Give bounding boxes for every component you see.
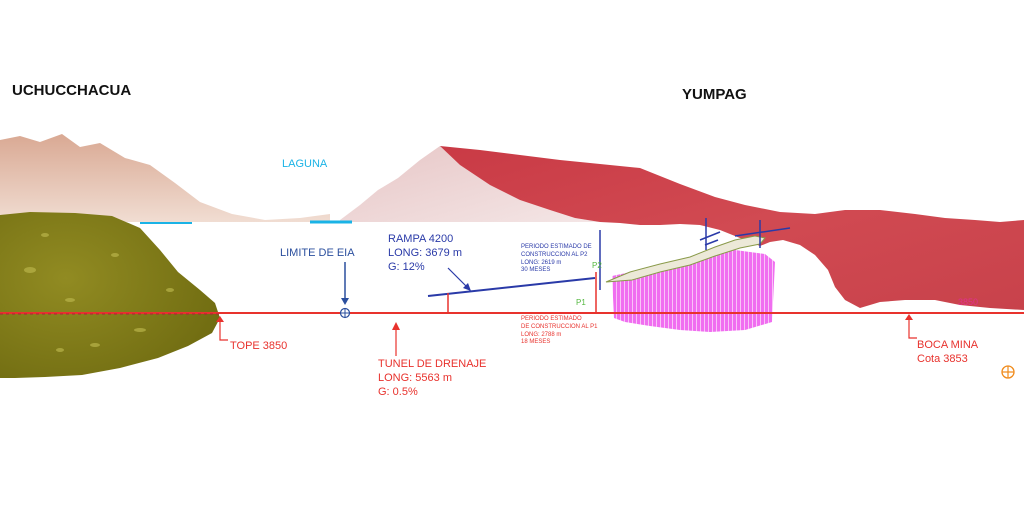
periodo-p2-label: PERIODO ESTIMADO DE CONSTRUCCION AL P2 L… [521, 244, 592, 275]
mine-workings [605, 235, 766, 283]
p2-line-3: LONG: 2619 m [521, 259, 562, 266]
target-icon [1001, 365, 1015, 379]
title-left: UCHUCCHACUA [12, 82, 132, 99]
eia-arrowhead [341, 298, 349, 305]
rampa-name: RAMPA 4200 [388, 233, 454, 245]
pale-mountain [340, 146, 600, 222]
ramp-callout [447, 267, 469, 289]
ramp-line [427, 277, 596, 297]
rampa-grade: G: 12% [388, 260, 425, 273]
boca-connector [908, 320, 917, 339]
tunel-grade: G: 0.5% [378, 385, 418, 398]
periodo-p1-label: PERIODO ESTIMADO DE CONSTRUCCION AL P1 L… [521, 316, 597, 347]
p1-label: P1 [576, 298, 586, 307]
p1-line-4: 18 MESES [521, 339, 551, 346]
red-mountain [440, 146, 1024, 310]
shafts [699, 218, 791, 250]
boca-name: BOCA MINA [917, 339, 979, 351]
boca-label: BOCA MINA Cota 3853 [917, 339, 978, 367]
p2-line-4: 30 MESES [521, 267, 551, 274]
p1-line-3: LONG: 2788 m [521, 331, 562, 338]
rampa-long: LONG: 3679 m [388, 246, 462, 259]
olive-body [0, 212, 220, 378]
boca-cota: Cota 3853 [917, 352, 968, 365]
rampa-label: RAMPA 4200 LONG: 3679 m G: 12% [388, 233, 462, 274]
tunel-long: LONG: 5563 m [378, 371, 452, 384]
p2-label: P2 [592, 261, 602, 270]
p1-line-2: DE CONSTRUCCION AL P1 [521, 323, 598, 330]
tope-label: TOPE 3850 [230, 340, 288, 352]
tope-connector [219, 322, 228, 341]
p1-line-1: PERIODO ESTIMADO [521, 316, 582, 322]
title-right: YUMPAG [682, 86, 747, 103]
eia-label: LIMITE DE EIA [280, 247, 355, 259]
elevation-marker: 3850 [958, 297, 979, 307]
tunel-name: TUNEL DE DRENAJE [378, 358, 487, 370]
tunel-label: TUNEL DE DRENAJE LONG: 5563 m G: 0.5% [378, 358, 486, 399]
p2-line-1: PERIODO ESTIMADO DE [521, 244, 592, 250]
laguna-label: LAGUNA [282, 158, 328, 170]
p2-line-2: CONSTRUCCION AL P2 [521, 251, 588, 258]
left-mountain [0, 134, 330, 222]
olive-highlights [24, 233, 174, 352]
